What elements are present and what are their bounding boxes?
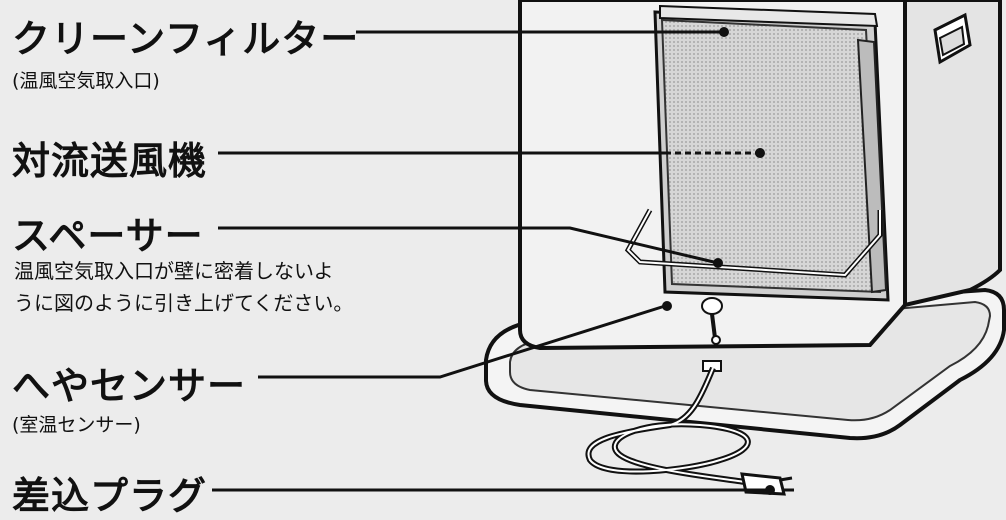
leader-spacer — [218, 226, 719, 265]
room-sensor-mount — [701, 297, 723, 315]
heater-illustration — [212, 0, 1006, 496]
label-plug: 差込プラグ — [12, 474, 208, 518]
label-clean-filter: クリーンフィルター — [12, 17, 360, 61]
filter-mesh — [660, 18, 882, 294]
label-clean-filter-sub: (温風空気取入口) — [12, 70, 160, 92]
room-sensor-probe — [710, 313, 717, 339]
label-room-sensor-sub: (室温センサー) — [12, 414, 141, 436]
label-fan: 対流送風機 — [12, 139, 208, 183]
heater-rear-diagram: クリーンフィルター (温風空気取入口) 対流送風機 スペーサー 温風空気取入口が… — [12, 0, 1006, 518]
label-room-sensor: へやセンサー — [12, 364, 247, 408]
spacer-note-line-1: 温風空気取入口が壁に密着しないよ — [14, 259, 334, 283]
label-spacer-note: 温風空気取入口が壁に密着しないよ うに図のように引き上げてください。 — [14, 255, 484, 319]
heater-side — [903, 0, 1002, 308]
spacer-note-line-2: うに図のように引き上げてください。 — [14, 291, 354, 315]
leader-room-sensor — [258, 304, 666, 379]
label-spacer: スペーサー — [12, 214, 204, 258]
